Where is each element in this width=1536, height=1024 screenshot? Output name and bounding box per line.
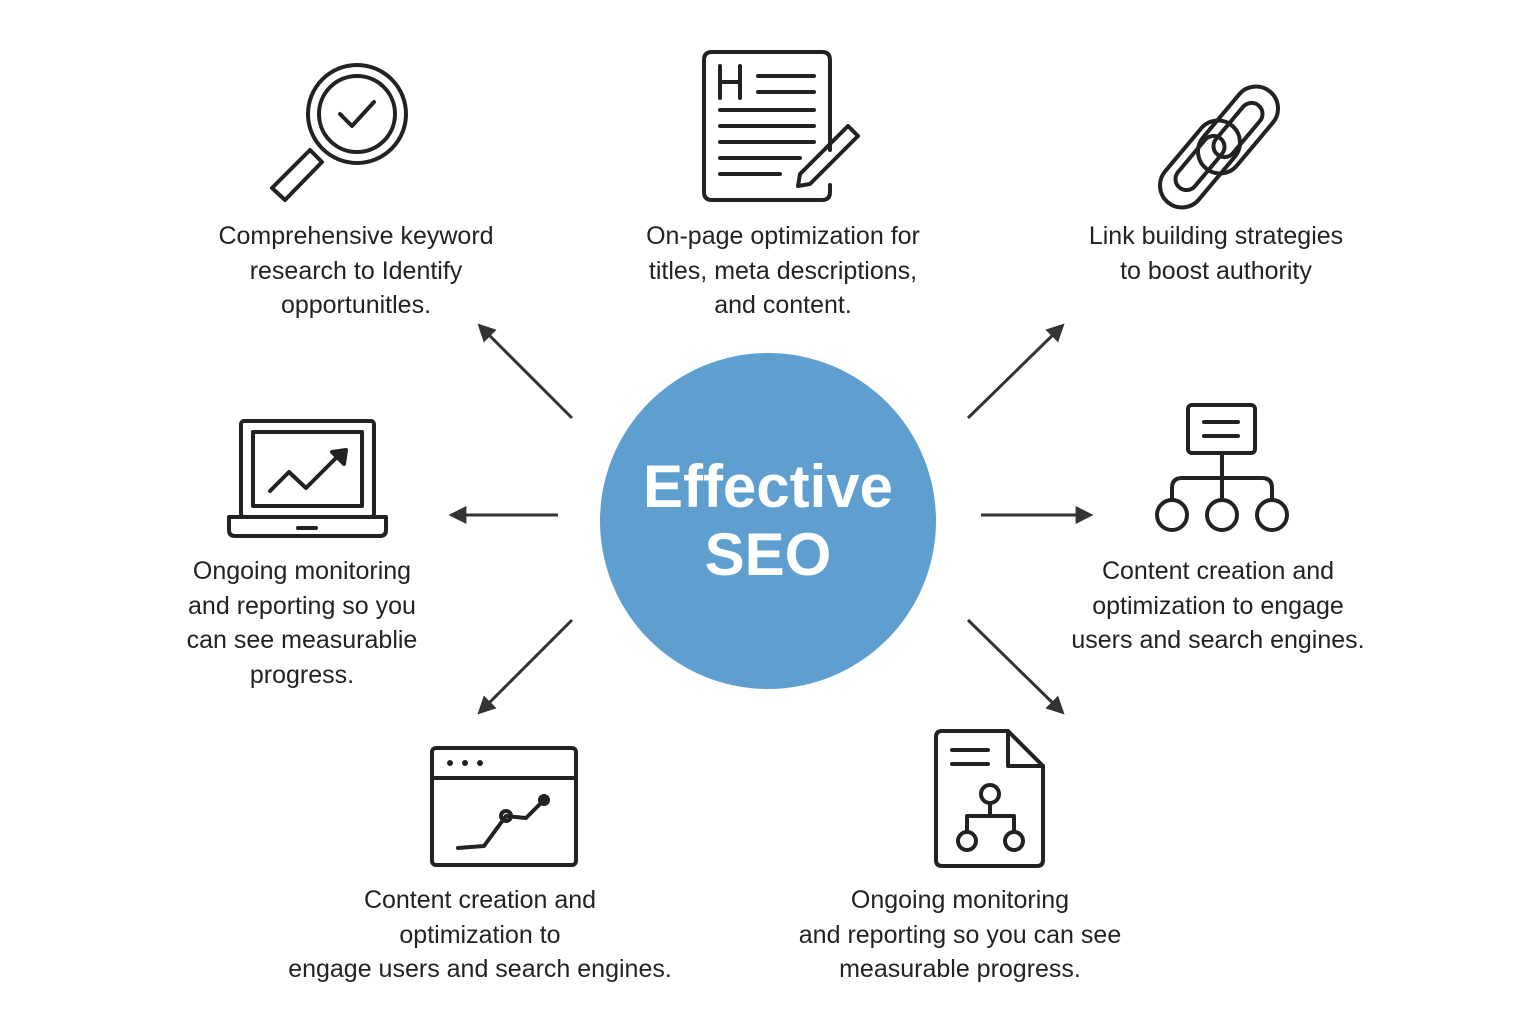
label-line: Ongoing monitoring: [850, 886, 1070, 914]
center-title-line2: SEO: [704, 521, 832, 588]
center-title-line1: Effective: [642, 453, 894, 520]
label-line: opportunitles.: [280, 291, 432, 319]
label-line: Ongoing monitoring: [192, 557, 412, 585]
chain-link-icon: [1158, 84, 1280, 210]
label-on-page: On-page optimization for titles, meta de…: [563, 219, 1003, 323]
label-line: to boost authority: [1120, 256, 1312, 285]
label-line: Link building strategies: [1088, 222, 1344, 250]
browser-chart-icon: [430, 746, 578, 867]
label-line: and reporting so you: [188, 591, 416, 620]
arrow-sw: [477, 618, 574, 715]
center-circle: Effective SEO: [600, 353, 936, 689]
arrow-ne: [966, 323, 1065, 420]
label-line: Comprehensive keyword: [218, 222, 494, 250]
label-line: users and search engines.: [1071, 626, 1365, 654]
document-sitemap-icon: [934, 729, 1045, 868]
magnifier-check-icon: [270, 63, 408, 202]
label-monitoring-left: Ongoing monitoring and reporting so you …: [82, 554, 522, 692]
label-monitoring-bottom: Ongoing monitoring and reporting so you …: [740, 883, 1180, 987]
label-line: optimization to: [399, 920, 561, 949]
label-line: research to Identify: [249, 256, 463, 285]
label-content-right: Content creation and optimization to eng…: [998, 554, 1438, 658]
label-line: progress.: [249, 660, 355, 689]
label-content-bottom: Content creation and optimization to eng…: [260, 883, 700, 987]
label-line: measurable progress.: [839, 955, 1081, 983]
label-line: Content creation and: [363, 886, 597, 914]
label-line: On-page optimization for: [646, 222, 920, 250]
arrow-se: [966, 618, 1065, 715]
label-line: and content.: [714, 291, 852, 319]
arrow-nw: [477, 323, 574, 420]
label-keyword-research: Comprehensive keyword research to Identi…: [136, 219, 576, 323]
hierarchy-icon: [1155, 403, 1289, 532]
laptop-chart-icon: [227, 419, 388, 538]
label-link-building: Link building strategies to boost author…: [996, 219, 1436, 288]
label-line: and reporting so you can see: [798, 920, 1122, 949]
label-line: can see measurablie: [186, 626, 418, 654]
label-line: engage users and search engines.: [288, 955, 672, 983]
label-line: Content creation and: [1101, 557, 1335, 585]
document-pencil-icon: [702, 50, 860, 202]
label-line: titles, meta descriptions,: [648, 256, 918, 285]
label-line: optimization to engage: [1092, 591, 1344, 620]
